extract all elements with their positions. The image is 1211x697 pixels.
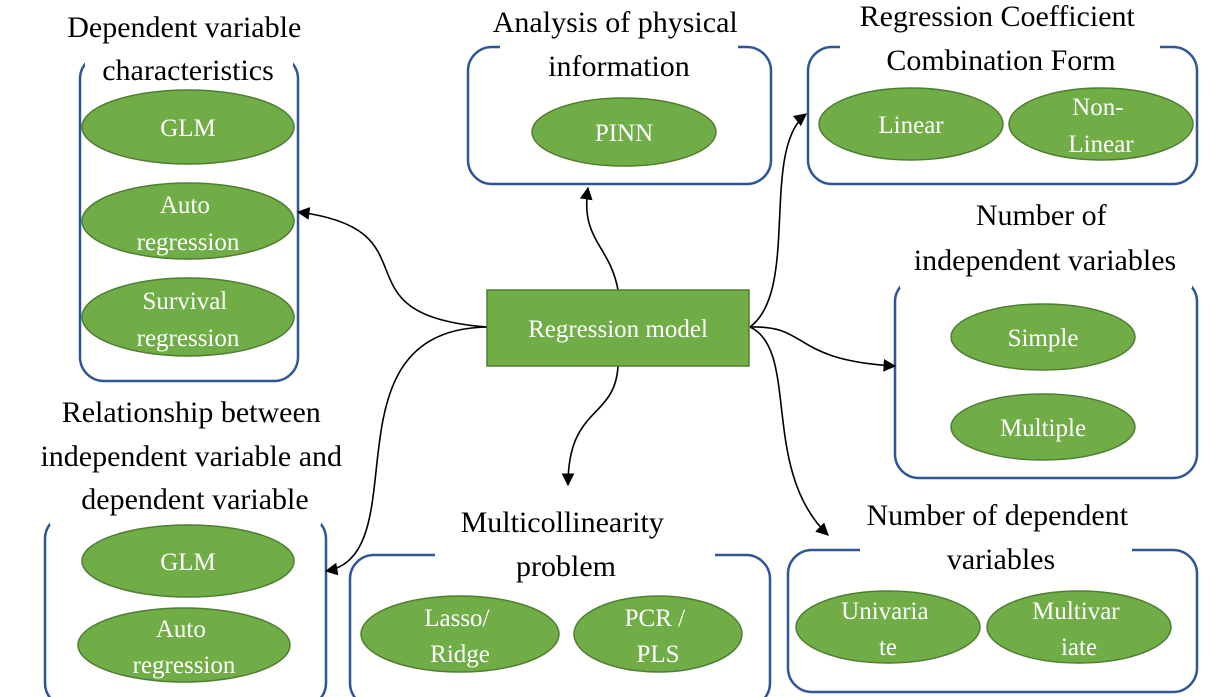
ellipse-multivariate: Multivar iate — [986, 590, 1172, 664]
svg-text:Multiple: Multiple — [1000, 415, 1086, 442]
group-relationship — [43, 505, 328, 697]
svg-text:Survival regression: Survival regression — [137, 288, 240, 352]
group-title-relationship: Relationship between independent variabl… — [40, 396, 349, 516]
svg-text:Linear: Linear — [878, 112, 944, 139]
group-title-number-independent: Number of independent variables — [914, 199, 1176, 277]
svg-text:Auto regression: Auto regression — [133, 616, 236, 679]
group-title-coefficient-form: Regression Coefficient Combination Form — [860, 0, 1143, 77]
connector-to-dependent-characteristics — [296, 207, 488, 328]
group-title-physical-analysis: Analysis of physical information — [493, 6, 745, 83]
group-number-independent — [893, 268, 1199, 480]
group-title-dependent-characteristics: Dependent variable characteristics — [67, 11, 309, 87]
svg-text:GLM: GLM — [160, 115, 216, 142]
connector-to-physical-analysis — [579, 186, 619, 291]
ellipse-linear: Linear — [818, 87, 1004, 161]
ellipse-glm-relationship: GLM — [81, 524, 295, 598]
connector-to-number-dependent — [749, 326, 829, 536]
group-title-multicollinearity: Multicollinearity problem — [461, 506, 672, 583]
ellipse-auto-regression: Auto regression — [81, 182, 295, 260]
svg-text:Simple: Simple — [1008, 325, 1079, 352]
ellipse-lasso-ridge: Lasso/ Ridge — [360, 595, 560, 673]
center-node: Regression model — [486, 289, 750, 367]
ellipse-pcr-pls: PCR / PLS — [573, 595, 743, 673]
titles: Dependent variable characteristics Analy… — [40, 0, 1176, 583]
ellipse-multiple: Multiple — [950, 393, 1136, 461]
connector-to-number-independent — [749, 326, 897, 372]
svg-text:Lasso/ Ridge: Lasso/ Ridge — [424, 605, 496, 668]
ellipse-auto-regression-relationship: Auto regression — [77, 607, 291, 683]
group-title-number-dependent: Number of dependent variables — [866, 499, 1135, 576]
connector-to-coefficient-form — [749, 113, 808, 328]
svg-text:Univaria te: Univaria te — [841, 598, 935, 661]
group-physical-analysis — [466, 38, 773, 186]
svg-text:PCR / PLS: PCR / PLS — [625, 605, 692, 668]
ellipse-pinn: PINN — [531, 97, 717, 167]
group-multicollinearity — [348, 545, 772, 697]
svg-text:Multivar iate: Multivar iate — [1032, 598, 1126, 661]
ellipse-glm: GLM — [81, 89, 295, 165]
ellipse-non-linear: Non- Linear — [1008, 87, 1194, 161]
ellipse-univariate: Univaria te — [795, 590, 981, 664]
group-number-dependent — [786, 540, 1199, 694]
center-label: Regression model — [528, 316, 708, 343]
connectors — [296, 113, 897, 576]
connector-to-multicollinearity — [561, 365, 619, 487]
ellipse-survival-regression: Survival regression — [81, 277, 295, 357]
ellipse-simple: Simple — [950, 303, 1136, 371]
connector-to-relationship — [324, 326, 488, 576]
group-coefficient-form — [806, 38, 1199, 186]
svg-text:PINN: PINN — [595, 120, 653, 147]
svg-text:Non- Linear: Non- Linear — [1068, 94, 1134, 158]
svg-text:Auto regression: Auto regression — [137, 192, 240, 256]
regression-model-box — [486, 289, 750, 367]
svg-text:GLM: GLM — [160, 549, 216, 576]
